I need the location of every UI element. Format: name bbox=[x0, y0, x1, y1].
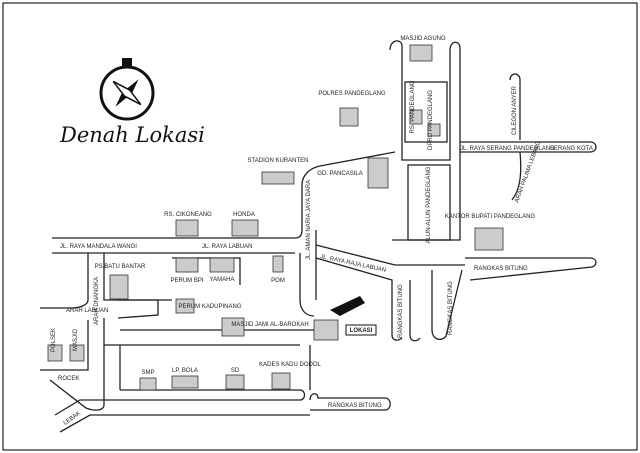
building-icon bbox=[139, 377, 157, 391]
road-label-serang-pandeglang: JL. RAYA SERANG PANDEGLANG bbox=[460, 146, 555, 152]
label-masjid-jami: MASJID JAMI AL-BAROKAH bbox=[231, 322, 308, 328]
building-icon bbox=[47, 344, 63, 362]
label-stadion: STADION KURANTEN bbox=[248, 158, 309, 164]
road-polsek-top bbox=[40, 253, 89, 309]
fuel-pump-icon bbox=[272, 255, 284, 273]
road-rangkas-v2 bbox=[431, 269, 463, 341]
map-title: Denah Lokasi bbox=[59, 123, 205, 147]
road-label-small: JL. AMAN NARIA JAYA DARA bbox=[306, 180, 312, 260]
road-label-labuan: JL. RAYA LABUAN bbox=[202, 244, 252, 250]
label-polsek: POLSEK bbox=[51, 328, 57, 352]
label-kades: KADES KADU DODOL bbox=[259, 362, 321, 368]
road-rocek bbox=[40, 320, 89, 371]
road-label-rangkas-v1: RANGKAS BITUNG bbox=[398, 284, 404, 338]
lokasi-badge bbox=[345, 324, 377, 336]
road-raja-labuan-bottom bbox=[315, 257, 403, 341]
road-raja-labuan-top bbox=[315, 244, 465, 266]
road-mandala-top bbox=[52, 151, 396, 239]
road-lebak-bottom bbox=[59, 414, 310, 433]
label-gd-pancasila: GD. PANCASILA bbox=[317, 171, 363, 177]
label-smp: SMP bbox=[141, 370, 154, 376]
rs-dpr-block bbox=[404, 81, 448, 143]
label-lp-bola: LP. BOLA bbox=[172, 368, 198, 374]
label-masjid: MASJID bbox=[73, 328, 79, 351]
label-rs-cikoneang: RS. CIKONEANG bbox=[164, 212, 212, 218]
road-batu-bantar bbox=[117, 299, 159, 319]
building-icon bbox=[225, 374, 245, 390]
building-icon bbox=[427, 123, 441, 137]
label-pom: POM bbox=[271, 278, 285, 284]
mosque-icon bbox=[69, 344, 85, 362]
label-dpr: DPRD PANDEGLANG bbox=[428, 90, 434, 150]
road-label-rangkas-v2: RANGKAS BITUNG bbox=[448, 281, 454, 335]
building-icon bbox=[175, 219, 199, 237]
road-labuan-vertical-left bbox=[299, 253, 315, 317]
building-icon bbox=[231, 219, 259, 237]
road-label-serang-kota: SERANG KOTA bbox=[550, 146, 593, 152]
alun-alun-square bbox=[407, 164, 451, 241]
road-alun-alun-block bbox=[389, 40, 461, 241]
building-icon bbox=[474, 227, 504, 251]
building-icon bbox=[175, 298, 195, 314]
building-icon bbox=[271, 372, 291, 390]
label-alun-alun: ALUN-ALUN PANDEGLANG bbox=[426, 166, 432, 243]
label-kantor-bupati: KANTOR BUPATI PANDEGLANG bbox=[445, 214, 536, 220]
road-lebak bbox=[54, 389, 306, 416]
label-ps-batu-bantar: PS.BATU BANTAR bbox=[95, 264, 146, 270]
building-icon bbox=[175, 257, 199, 273]
road-network bbox=[40, 40, 597, 433]
compass-icon bbox=[99, 58, 155, 121]
road-rangkas-right bbox=[465, 257, 597, 281]
road-label-cilegon: CILEGON ANYER bbox=[512, 85, 518, 135]
road-cilegon bbox=[509, 73, 521, 140]
label-polres: POLRES PANDEGLANG bbox=[318, 91, 386, 97]
building-icon bbox=[171, 375, 199, 389]
road-label-rangkas-bottom: RANGKAS BITUNG bbox=[328, 403, 382, 409]
road-serang-pandeglang bbox=[460, 141, 597, 153]
road-arah-palima bbox=[511, 151, 522, 201]
road-left-lower bbox=[49, 318, 105, 411]
road-label-rangkas-right: RANGKAS BITUNG bbox=[474, 266, 528, 272]
label-perum-kadupinang: PERUM KADUPINANG bbox=[178, 304, 241, 310]
road-rangkas-v1 bbox=[409, 280, 421, 342]
label-perum-bpi: PERUM BPI bbox=[170, 278, 203, 284]
road-label-mandala-wangi: JL. RAYA MANDALA WANGI bbox=[60, 244, 137, 250]
building-icon bbox=[261, 171, 295, 185]
label-yamaha: YAMAHA bbox=[210, 277, 235, 283]
building-icon bbox=[109, 274, 129, 300]
road-label-rocek: ROCEK bbox=[58, 376, 79, 382]
mosque-icon bbox=[409, 44, 433, 62]
road-label-raja-labuan: JL. RAYA RAJA LABUAN bbox=[320, 254, 387, 274]
label-lokasi: LOKASI bbox=[350, 328, 373, 334]
pointing-hand-icon bbox=[330, 296, 365, 316]
building-icon bbox=[339, 107, 359, 127]
road-label-arah-labuan: ARAH LABUAN bbox=[66, 308, 108, 314]
building-icon bbox=[209, 257, 235, 273]
building-icon bbox=[409, 109, 423, 125]
label-honda: HONDA bbox=[233, 212, 255, 218]
road-label-arah-dnangka: ARAH DNANGKA bbox=[94, 277, 100, 325]
label-sd: SD bbox=[231, 368, 240, 374]
road-rangkas-bottom bbox=[309, 393, 391, 411]
building-icon bbox=[313, 319, 339, 341]
label-rs-pandeglang: RS. PANDEGLANG bbox=[410, 80, 416, 133]
mosque-icon bbox=[221, 317, 245, 337]
road-label-lebak: LEBAK bbox=[63, 411, 82, 427]
label-masjid-agung: MASJID AGUNG bbox=[400, 36, 446, 42]
building-icon bbox=[367, 157, 389, 189]
